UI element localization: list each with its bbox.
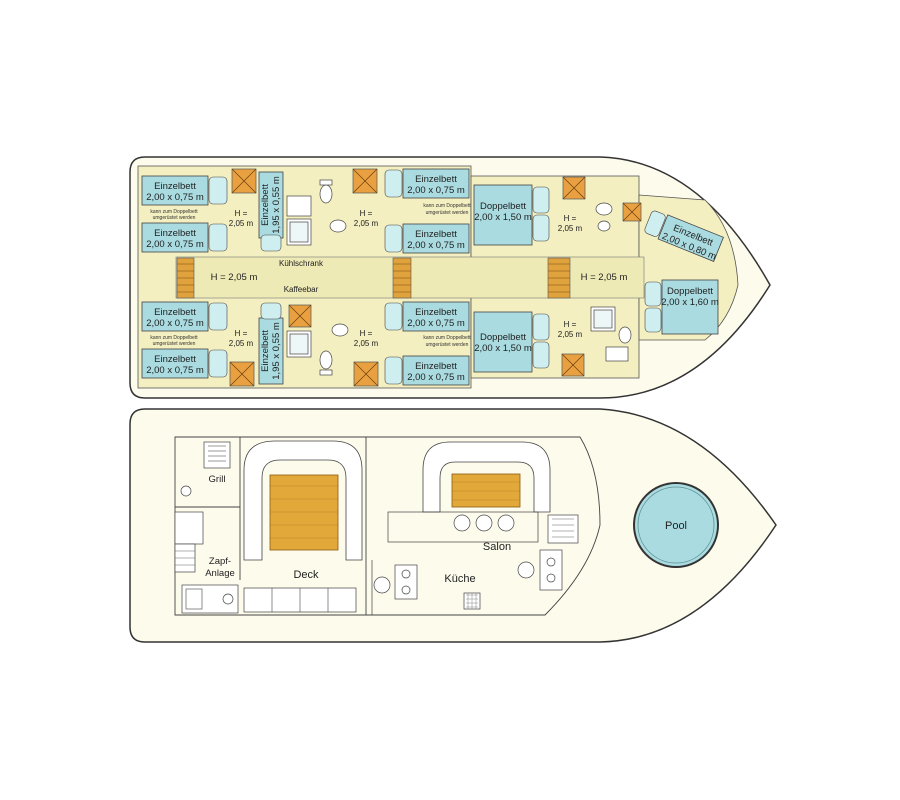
bed-m3-size: 2,00 x 0,75 m	[407, 318, 465, 329]
height-value-6: 2,05 m	[558, 330, 583, 339]
beds	[141, 168, 724, 386]
deck-label: Deck	[293, 569, 319, 581]
salon-label: Salon	[483, 541, 511, 553]
closets	[229, 168, 642, 387]
bed-lv1-name: Einzelbett	[260, 184, 271, 226]
bar-counter	[387, 511, 539, 543]
bed-m4-name: Einzelbett	[415, 361, 457, 372]
lower-deck: Einzelbett 2,00 x 0,75 m Einzelbett 2,00…	[129, 156, 771, 399]
convert-note-b1: kann zum Doppelbett	[423, 203, 471, 209]
corridor-height-forward: H = 2,05 m	[581, 272, 628, 283]
bed-m4-size: 2,00 x 0,75 m	[407, 372, 465, 383]
kitchen-fixtures	[371, 514, 579, 616]
bed-m4	[402, 355, 470, 386]
bed-lv1	[258, 171, 284, 239]
bed-d2	[473, 311, 533, 373]
bed-l1	[141, 175, 209, 206]
kitchen-label: Küche	[444, 573, 475, 585]
fridge-label: Kühlschrank	[279, 259, 324, 268]
bathroom-fixtures	[286, 179, 632, 376]
bed-l3-size: 2,00 x 0,75 m	[146, 318, 204, 329]
pool-label: Pool	[665, 520, 687, 532]
bed-l4	[141, 348, 209, 379]
bed-d2-size: 2,00 x 1,50 m	[474, 343, 532, 354]
bed-l1-size: 2,00 x 0,75 m	[146, 192, 204, 203]
convert-note-c1: kann zum Doppelbett	[150, 335, 198, 341]
height-labels: H = 2,05 m H = 2,05 m H = 2,05 m H = 2,0…	[211, 209, 628, 348]
bed-l3-name: Einzelbett	[154, 307, 196, 318]
height-label-5: H =	[360, 329, 373, 338]
deck-table	[269, 474, 339, 551]
corridor-height-aft: H = 2,05 m	[211, 272, 258, 283]
bed-m2-size: 2,00 x 0,75 m	[407, 240, 465, 251]
salon-table	[451, 473, 521, 508]
convert-note-d1: kann zum Doppelbett	[423, 335, 471, 341]
bed-bow-single	[657, 214, 724, 262]
height-value-3: 2,05 m	[558, 224, 583, 233]
convert-note-c2: umgerüstet werden	[153, 341, 196, 347]
coffee-bar-label: Kaffeebar	[284, 285, 319, 294]
convert-note-a1: kann zum Doppelbett	[150, 209, 198, 215]
deck-bench	[243, 440, 363, 561]
convert-note-a2: umgerüstet werden	[153, 215, 196, 221]
bed-m2-name: Einzelbett	[415, 229, 457, 240]
bed-bow-double-size: 2,00 x 1,60 m	[661, 297, 719, 308]
bed-m1	[402, 168, 470, 199]
pool	[633, 482, 719, 568]
bed-m1-name: Einzelbett	[415, 174, 457, 185]
bed-lv1-size: 1,95 x 0,55 m	[271, 176, 282, 234]
convert-note-b2: umgerüstet werden	[426, 210, 469, 216]
bed-d1	[473, 184, 533, 246]
bed-l4-size: 2,00 x 0,75 m	[146, 365, 204, 376]
height-value-2: 2,05 m	[354, 219, 379, 228]
tap-label-1: Zapf-	[209, 556, 231, 567]
height-label-6: H =	[564, 320, 577, 329]
height-value-5: 2,05 m	[354, 339, 379, 348]
convert-note-d2: umgerüstet werden	[426, 342, 469, 348]
bed-bow-double	[661, 279, 719, 335]
height-label-4: H =	[235, 329, 248, 338]
bed-m3-name: Einzelbett	[415, 307, 457, 318]
bed-l1-name: Einzelbett	[154, 181, 196, 192]
bed-lv2	[258, 317, 284, 385]
height-label-2: H =	[360, 209, 373, 218]
bed-l4-name: Einzelbett	[154, 354, 196, 365]
upper-stairs	[174, 543, 196, 573]
height-value-1: 2,05 m	[229, 219, 254, 228]
bed-l2-name: Einzelbett	[154, 228, 196, 239]
bar-stools	[453, 514, 515, 532]
stairs-mid	[392, 257, 412, 299]
bed-l2-size: 2,00 x 0,75 m	[146, 239, 204, 250]
bed-lv2-size: 1,95 x 0,55 m	[271, 322, 282, 380]
bed-d1-size: 2,00 x 1,50 m	[474, 212, 532, 223]
bed-bow-double-name: Doppelbett	[667, 286, 713, 297]
bed-l2	[141, 222, 209, 253]
bed-d2-name: Doppelbett	[480, 332, 526, 343]
bed-d1-name: Doppelbett	[480, 201, 526, 212]
bed-l3	[141, 301, 209, 332]
convert-notes: kann zum Doppelbett umgerüstet werden ka…	[150, 203, 471, 348]
height-value-4: 2,05 m	[229, 339, 254, 348]
tap-label-2: Anlage	[205, 568, 235, 579]
bed-m2	[402, 223, 470, 254]
bed-m1-size: 2,00 x 0,75 m	[407, 185, 465, 196]
grill-label: Grill	[209, 474, 226, 485]
stairs-forward	[547, 257, 571, 299]
bed-lv2-name: Einzelbett	[260, 330, 271, 372]
stairs-aft	[176, 257, 195, 299]
height-label-3: H =	[564, 214, 577, 223]
bed-m3	[402, 301, 470, 332]
height-label-1: H =	[235, 209, 248, 218]
upper-deck: Grill Zapf- Anlage Deck Salon Küche Pool	[129, 408, 777, 643]
